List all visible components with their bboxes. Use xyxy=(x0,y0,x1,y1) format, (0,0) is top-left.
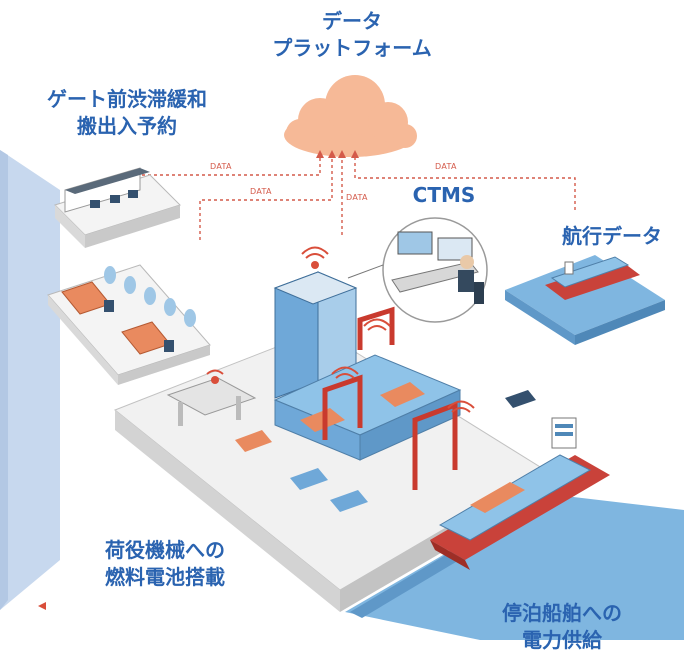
gate-warehouse-island xyxy=(54,167,181,248)
side-panel-shadow xyxy=(0,150,8,610)
data-flow-tag: DATA xyxy=(210,162,232,171)
navigation-ship-island xyxy=(505,255,665,345)
ctms-control-room xyxy=(347,217,488,323)
truck-island xyxy=(47,264,211,385)
fuel-cell-line1: 荷役機械への xyxy=(105,538,225,562)
gantry-cranes xyxy=(322,306,458,490)
navigation-data-label: 航行データ xyxy=(562,224,662,248)
data-flow-tag: DATA xyxy=(435,162,457,171)
data-flow-tag: DATA xyxy=(346,193,368,202)
container-yard xyxy=(273,354,462,461)
office-building xyxy=(273,246,358,399)
shore-power-label: 停泊船舶への 電力供給 xyxy=(462,600,662,654)
corner-mark xyxy=(38,602,46,610)
shore-power-line1: 停泊船舶への xyxy=(502,601,622,625)
data-platform-line2: プラットフォーム xyxy=(272,36,432,60)
fuel-cell-line2: 燃料電池搭載 xyxy=(105,565,225,589)
shore-power-line2: 電力供給 xyxy=(522,628,602,652)
data-flow-tag: DATA xyxy=(250,187,272,196)
docked-ship xyxy=(430,417,610,570)
data-flow-lines xyxy=(119,155,576,240)
cloud-icon xyxy=(284,75,417,157)
gate-congestion-line2: 搬出入予約 xyxy=(77,114,177,138)
ctms-label: CTMS xyxy=(412,183,476,207)
data-platform-label: データ プラットフォーム xyxy=(257,8,447,62)
wifi-icon xyxy=(331,318,475,413)
side-panel xyxy=(0,150,60,610)
data-platform-line1: データ xyxy=(322,9,382,33)
fuel-cell-label: 荷役機械への 燃料電池搭載 xyxy=(60,537,270,591)
gate-congestion-line1: ゲート前渋滞緩和 xyxy=(47,87,207,111)
data-flow-arrowheads xyxy=(316,150,359,158)
yard-vehicles xyxy=(235,390,536,512)
fuel-station xyxy=(166,369,257,426)
gate-congestion-label: ゲート前渋滞緩和 搬出入予約 xyxy=(12,86,242,140)
